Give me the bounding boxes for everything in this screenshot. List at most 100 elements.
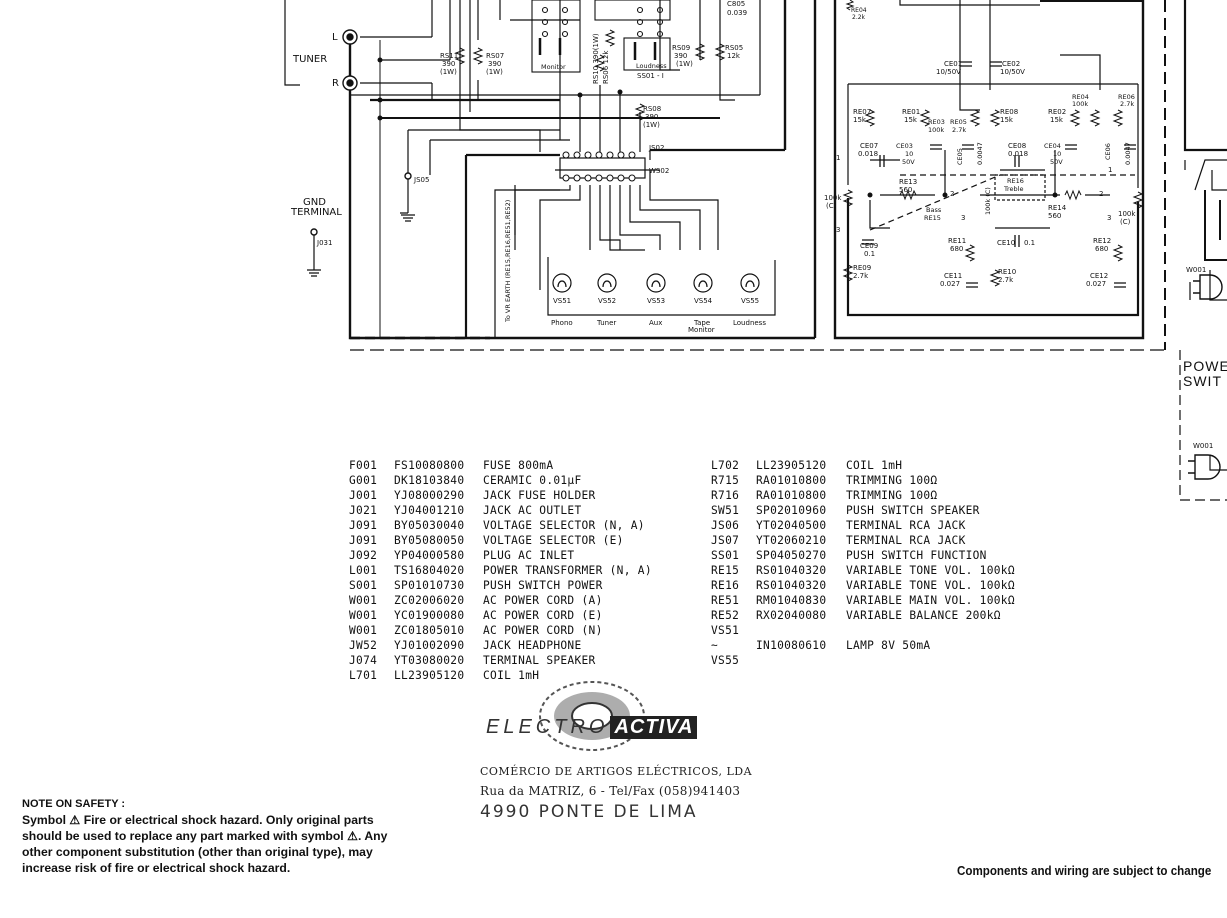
label-ce03-voltage: 50V [902,158,915,166]
part-code: BY05030040 [394,519,465,532]
label-rs06: RS06 12k [602,50,610,84]
safety-note-title: NOTE ON SAFETY : [22,798,126,810]
label-ce02-name: CE02 [1002,60,1020,68]
part-ref: J092 [349,549,378,562]
part-code: LL23905120 [394,669,465,682]
label-re14-name: RE14 [1048,204,1067,212]
node-2-right: 2 [1099,190,1103,198]
part-desc: TRIMMING 100Ω [846,474,938,487]
part-ref: S001 [349,579,378,592]
label-vs53: VS53 [647,297,665,305]
part-code: RA01010800 [756,489,827,502]
part-ref: R715 [711,474,740,487]
label-re03-name: RE03 [928,118,945,126]
part-code: YJ08000290 [394,489,465,502]
part-desc: TERMINAL SPEAKER [483,654,596,667]
part-code: YC01900080 [394,609,465,622]
logo-brand-a: ELECTRO [486,716,609,738]
part-desc: PLUG AC INLET [483,549,575,562]
label-re16-name: RE16 [1007,177,1024,185]
label-re04-value: 100k [1072,100,1088,108]
label-re04-name: RE04 [1072,93,1089,101]
part-code: RX02040080 [756,609,827,622]
part-code: LL23905120 [756,459,827,472]
part-ref: J074 [349,654,378,667]
label-ce10-value: 0.1 [1024,239,1035,247]
label-ce08-value: 0.018 [1008,150,1028,158]
label-ce06-value: 0.0047 [1124,142,1132,165]
part-desc: AC POWER CORD (N) [483,624,603,637]
label-l: L [332,32,338,43]
part-desc: FUSE 800mA [483,459,554,472]
part-desc: VARIABLE MAIN VOL. 100kΩ [846,594,1015,607]
label-ce11-value: 0.027 [940,280,960,288]
part-ref: VS55 [711,654,740,667]
part-code: FS10080800 [394,459,465,472]
part-code: RA01010800 [756,474,827,487]
label-gnd-terminal: TERMINAL [290,207,342,218]
part-code: YJ04001210 [394,504,465,517]
label-rs11-watt: (1W) [440,68,457,76]
part-desc: AC POWER CORD (A) [483,594,603,607]
label-func-tape: Tape [693,319,710,327]
label-re11-value: 680 [950,245,963,253]
label-re05-value: 2.7k [952,126,966,134]
label-pot-l-type: (C) [826,202,837,210]
label-pot-c: 100k (C) [984,187,992,215]
part-code: YT03080020 [394,654,465,667]
part-ref: W001 [349,594,378,607]
part-ref: W001 [349,609,378,622]
part-ref: JS06 [711,519,740,532]
part-ref: L001 [349,564,378,577]
part-ref: R716 [711,489,740,502]
label-rs05-name: RS05 [725,44,743,52]
part-ref: J001 [349,489,378,502]
label-re01-value: 15k [904,116,918,124]
stamp-city: 4990 PONTE DE LIMA [480,802,698,822]
lamp-vs52 [597,273,617,293]
part-ref: SW51 [711,504,740,517]
label-ce01-value: 10/50V [936,68,961,76]
part-ref: J091 [349,519,378,532]
label-re15-name: RE15 [924,214,941,222]
label-ce11-name: CE11 [944,272,962,280]
parts-row: R715 RA01010800 TRIMMING 100Ω [711,473,1015,488]
label-rs07-value: 390 [488,60,501,68]
label-re06-name: RE06 [1118,93,1135,101]
part-desc: VARIABLE TONE VOL. 100kΩ [846,579,1015,592]
part-code: YT02040500 [756,519,827,532]
part-desc: TERMINAL RCA JACK [846,534,966,547]
parts-row: J074 YT03080020 TERMINAL SPEAKER [349,653,652,668]
label-re01-name: RE01 [902,108,920,116]
label-pot-l-value: 100k [824,194,842,202]
label-re12-value: 680 [1095,245,1108,253]
label-ce04-voltage: 50V [1050,158,1063,166]
label-re05-name: RE05 [950,118,967,126]
change-footnote: Components and wiring are subject to cha… [957,864,1212,878]
part-desc: PUSH SWITCH FUNCTION [846,549,987,562]
node-2-center: 2 [950,190,954,198]
label-w001-top: W001 [1186,266,1206,274]
label-ce03-value: 10 [905,150,913,158]
label-re08-name: RE08 [1000,108,1018,116]
part-code: ZC02006020 [394,594,465,607]
label-ce10-name: CE10 [997,239,1015,247]
node-1-left: 1 [836,154,840,162]
label-monitor-switch: Monitor [541,63,566,71]
part-ref: G001 [349,474,378,487]
